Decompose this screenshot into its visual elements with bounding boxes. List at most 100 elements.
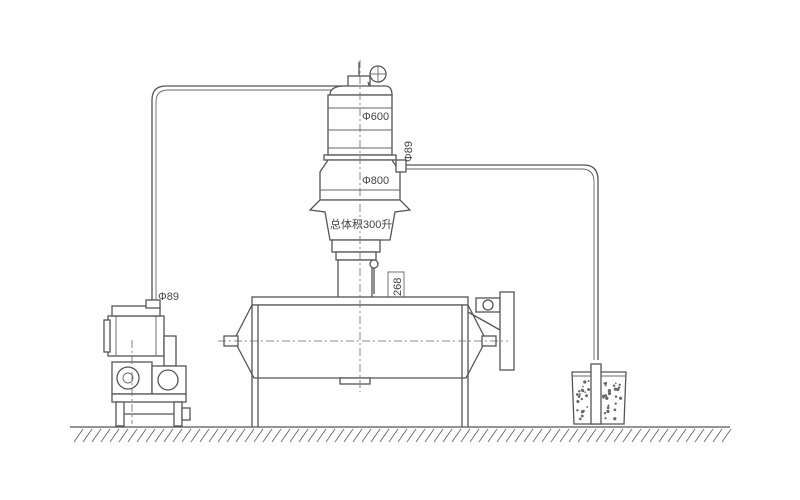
powder-dot [585, 394, 588, 398]
powder-dot [576, 409, 579, 412]
ground-hatch-mark [721, 428, 732, 443]
ground-hatch-mark [415, 428, 426, 443]
ground-hatch-mark [127, 428, 138, 443]
ground-hatch-mark [298, 428, 309, 443]
powder-dot [582, 385, 584, 388]
ground-hatch-mark [154, 428, 165, 443]
powder-dot [613, 387, 617, 391]
powder-dot [578, 393, 581, 396]
powder-dot [614, 395, 618, 398]
powder-dots [575, 380, 623, 421]
ground-hatch-mark [163, 428, 174, 443]
material-barrel [571, 363, 627, 425]
ground-hatch-mark [460, 428, 471, 443]
ground-hatch-mark [397, 428, 408, 443]
ground-hatch-mark [550, 428, 561, 443]
ground-hatch-mark [172, 428, 183, 443]
ground-hatch-mark [316, 428, 327, 443]
ground-hatch-mark [91, 428, 102, 443]
ground-hatch-mark [496, 428, 507, 443]
powder-dot [583, 380, 586, 383]
ground-hatch-mark [424, 428, 435, 443]
powder-dot [602, 396, 605, 399]
powder-dot [604, 417, 607, 420]
ground-hatch-mark [442, 428, 453, 443]
powder-dot [619, 396, 623, 400]
powder-dot [612, 384, 616, 388]
ground-hatch-mark [379, 428, 390, 443]
vacuum-pump-unit [103, 299, 191, 427]
powder-dot [577, 395, 581, 398]
ground-hatch-mark [145, 428, 156, 443]
ground-hatch-mark [514, 428, 525, 443]
powder-dot [604, 384, 607, 387]
ground-hatch-mark [559, 428, 570, 443]
ground-hatch-mark [307, 428, 318, 443]
powder-dot [603, 382, 606, 385]
powder-dot [613, 417, 617, 421]
ground-hatch-mark [541, 428, 552, 443]
ribbon-mixer [223, 291, 515, 427]
ground-hatch-mark [532, 428, 543, 443]
powder-dot [576, 399, 580, 404]
label-volume: 总体积300升 [330, 217, 392, 231]
ground-hatch-mark [190, 428, 201, 443]
ground-hatch-mark [451, 428, 462, 443]
ground-hatch-mark [667, 428, 678, 443]
ground-hatch-mark [487, 428, 498, 443]
ground-hatch-mark [235, 428, 246, 443]
powder-dot [580, 410, 585, 414]
ground-hatch-mark [100, 428, 111, 443]
ground-hatch-mark [478, 428, 489, 443]
ground-hatch-mark [73, 428, 84, 443]
ground-hatch-mark [280, 428, 291, 443]
powder-dot [616, 387, 620, 392]
ground-hatch-mark [244, 428, 255, 443]
powder-dot [578, 389, 581, 393]
powder-dot [613, 408, 617, 412]
powder-dot [587, 388, 591, 391]
ground-hatch-mark [109, 428, 120, 443]
ground-hatch-mark [352, 428, 363, 443]
powder-dot [607, 389, 612, 393]
ground-hatch-mark [685, 428, 696, 443]
ground-hatch-mark [253, 428, 264, 443]
ground-hatch-mark [595, 428, 606, 443]
ground-hatch-mark [649, 428, 660, 443]
label-dia-upper: Φ600 [362, 111, 389, 123]
ground-hatch-mark [658, 428, 669, 443]
powder-dot [575, 393, 579, 396]
ground-hatch-mark [388, 428, 399, 443]
powder-dot [584, 391, 587, 394]
ground-hatch-mark [361, 428, 372, 443]
ground-hatch-mark [325, 428, 336, 443]
powder-dot [587, 380, 590, 382]
ground-hatch-mark [433, 428, 444, 443]
ground-hatch-mark [676, 428, 687, 443]
powder-dot [581, 389, 585, 393]
ground-hatch-mark [505, 428, 516, 443]
ground-hatch-mark [226, 428, 237, 443]
ground-hatch-mark [199, 428, 210, 443]
ground-hatch-mark [640, 428, 651, 443]
ground-hatch-mark [568, 428, 579, 443]
ground-hatch-mark [334, 428, 345, 443]
ground-hatch-mark [136, 428, 147, 443]
ground-hatch-mark [622, 428, 633, 443]
ground-hatch-mark [523, 428, 534, 443]
ground-hatch-mark [217, 428, 228, 443]
ground-hatch-mark [406, 428, 417, 443]
powder-dot [580, 397, 583, 401]
suction-pipe [151, 85, 346, 300]
ground-hatch-mark [208, 428, 219, 443]
ground-hatch-mark [181, 428, 192, 443]
powder-dot [579, 417, 582, 421]
material-pipe [404, 164, 599, 360]
ground-hatch-mark [586, 428, 597, 443]
powder-dot [605, 396, 609, 400]
label-height: 268 [392, 278, 404, 296]
ground-hatch-mark [271, 428, 282, 443]
label-pipe-left: Φ89 [158, 291, 179, 303]
